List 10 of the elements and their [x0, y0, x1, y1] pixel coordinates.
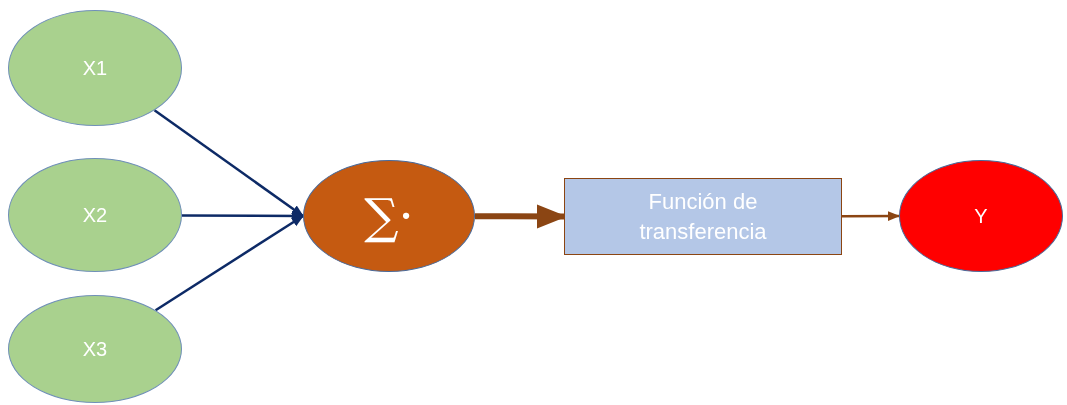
arrow	[153, 109, 304, 217]
node-label: X1	[82, 56, 108, 81]
process-box	[564, 178, 842, 255]
node-label: Función de transferencia	[638, 187, 768, 246]
arrow	[842, 211, 901, 222]
node-label: ∑·	[364, 187, 414, 246]
node-label: Y	[974, 204, 988, 229]
node-label: X3	[82, 337, 108, 362]
node-label: X2	[82, 203, 108, 228]
arrow	[154, 214, 305, 312]
